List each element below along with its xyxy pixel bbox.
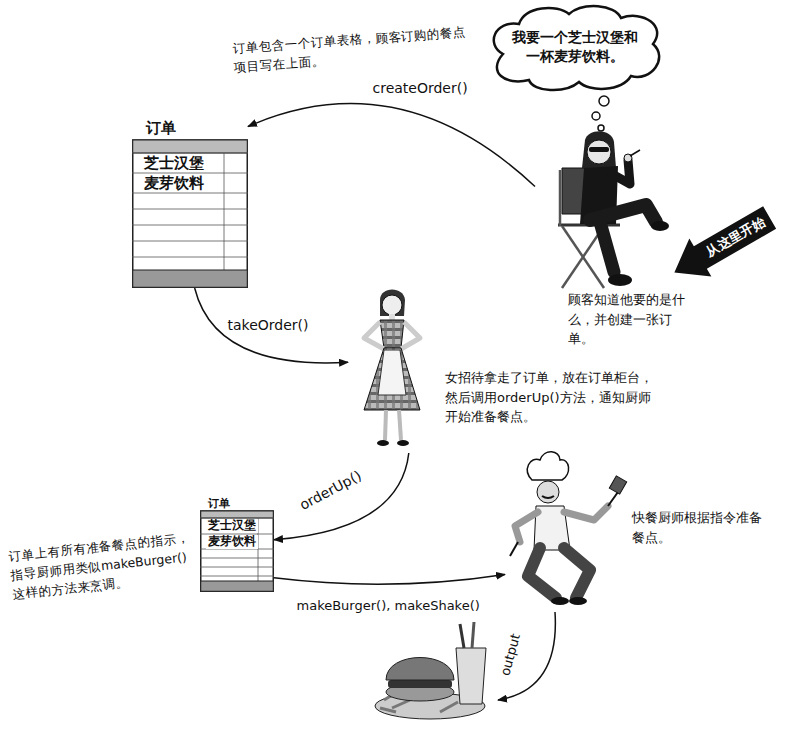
- order-item: 芝士汉堡: [206, 519, 258, 533]
- method-label: takeOrder(): [228, 315, 309, 336]
- method-label: orderUp(): [296, 465, 365, 515]
- order-title: 订单: [208, 497, 230, 510]
- order-item: 芝士汉堡: [142, 154, 206, 172]
- start-label: 从这里开始: [702, 212, 768, 261]
- cook-figure: [510, 452, 627, 605]
- order-sheet: 订单芝士汉堡麦芽饮料: [200, 497, 274, 592]
- order-item: 麦芽饮料: [142, 174, 206, 192]
- cook-figure-caption: 快餐厨师根据指令准备餐点。: [505, 448, 773, 608]
- note-text: 订单上有所有准备餐点的指示，指导厨师用类似makeBurger()这样的方法来烹…: [8, 528, 201, 604]
- flow-arrow: [248, 104, 535, 187]
- caption-text: 女招待拿走了订单，放在订单柜台，然后调用orderUp()方法，通知厨师开始准备…: [445, 368, 663, 427]
- order-form: [132, 118, 248, 288]
- order-item: 麦芽饮料: [206, 535, 258, 549]
- caption-text: 顾客知道他要的是什么，并创建一张订单。: [568, 290, 693, 349]
- start-arrow: [663, 198, 780, 291]
- output-label: output: [495, 632, 525, 678]
- order-title: 订单: [146, 119, 176, 137]
- customer-figure: [558, 131, 669, 288]
- flow-arrow: [274, 574, 505, 584]
- thought-bubble: 我要一个芝士汉堡和一杯麦芽饮料。: [485, 2, 665, 92]
- customer-figure-caption: 顾客知道他要的是什么，并创建一张订单。: [535, 128, 725, 353]
- caption-text: 快餐厨师根据指令准备餐点。: [632, 508, 772, 547]
- method-label: createOrder(): [373, 78, 468, 99]
- thought-dots: [592, 96, 609, 131]
- food-picture: [375, 622, 486, 719]
- order-sheet: 订单芝士汉堡麦芽饮料: [132, 118, 248, 288]
- method-label: makeBurger(), makeShake(): [297, 596, 480, 616]
- note-text: 订单包含一个订单表格，顾客订购的餐点项目写在上面。: [231, 23, 478, 77]
- flow-arrow: [274, 453, 409, 540]
- cloud-outline: [485, 2, 665, 92]
- bubble-text: 我要一个芝士汉堡和一杯麦芽饮料。: [509, 28, 641, 66]
- waitress-figure-caption: 女招待拿走了订单，放在订单柜台，然后调用orderUp()方法，通知厨师开始准备…: [348, 288, 668, 453]
- waitress-figure: [364, 290, 420, 447]
- flow-arrow: [195, 288, 348, 363]
